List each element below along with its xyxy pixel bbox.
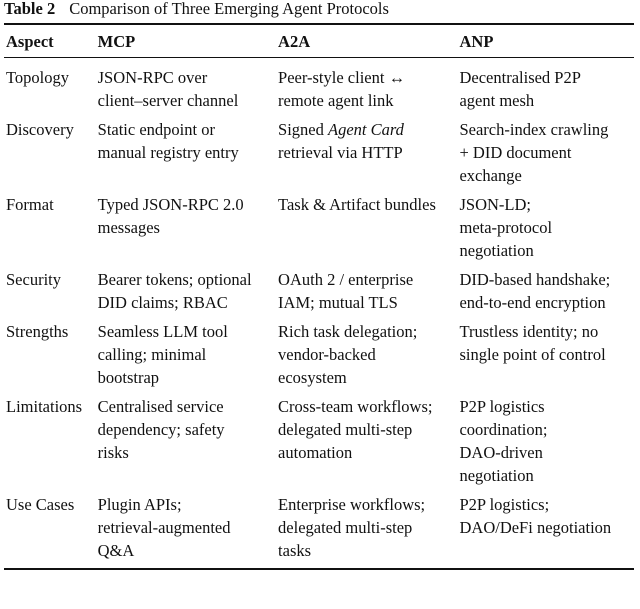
header-row: Aspect MCP A2A ANP: [4, 24, 634, 58]
cell-aspect: Strengths: [6, 322, 69, 341]
cell-line: DAO/DeFi negotiation: [459, 518, 612, 537]
cell-line: Cross-team workflows;: [278, 397, 433, 416]
cell-line: ecosystem: [278, 368, 347, 387]
cell-line: OAuth 2 / enterprise: [278, 270, 414, 289]
cell-line: + DID document: [459, 143, 572, 162]
cell-line: Decentralised P2P: [459, 68, 581, 87]
cell-line: risks: [97, 443, 129, 462]
table-body: Topology JSON-RPC over client–server cha…: [4, 58, 634, 569]
cell-line: Search-index crawling: [459, 120, 609, 139]
cell-anp: DID-based handshake; end-to-end encrypti…: [459, 264, 634, 316]
table-title: Comparison of Three Emerging Agent Proto…: [69, 0, 389, 18]
cell-line: meta-protocol: [459, 218, 553, 237]
cell-line: single point of control: [459, 345, 606, 364]
cell-aspect: Security: [6, 270, 61, 289]
cell-line: messages: [97, 218, 160, 237]
cell-mcp: JSON-RPC over client–server channel: [98, 58, 278, 115]
table-caption: Table 2 Comparison of Three Emerging Agen…: [4, 0, 389, 18]
cell-a2a: Peer-style client ↔ remote agent link: [278, 58, 459, 115]
table-row-discovery: Discovery Static endpoint or manual regi…: [4, 114, 634, 189]
cell-mcp: Centralised service dependency; safety r…: [98, 391, 278, 489]
cell-line: automation: [278, 443, 353, 462]
cell-line: JSON-LD;: [459, 195, 531, 214]
header-mcp: MCP: [97, 32, 136, 51]
cell-line: Enterprise workflows;: [278, 495, 426, 514]
cell-line: Centralised service: [97, 397, 224, 416]
cell-aspect: Use Cases: [6, 495, 75, 514]
cell-a2a: OAuth 2 / enterprise IAM; mutual TLS: [278, 264, 459, 316]
cell-anp: Search-index crawling + DID document exc…: [459, 114, 634, 189]
cell-line: P2P logistics: [459, 397, 545, 416]
cell-aspect: Discovery: [6, 120, 74, 139]
cell-mcp: Bearer tokens; optional DID claims; RBAC: [98, 264, 278, 316]
cell-line: Bearer tokens; optional: [97, 270, 252, 289]
cell-a2a: Task & Artifact bundles: [278, 189, 459, 264]
cell-aspect: Format: [6, 195, 54, 214]
cell-line: DAO-driven: [459, 443, 543, 462]
cell-text: Signed: [278, 120, 328, 139]
cell-line: Q&A: [97, 541, 135, 560]
table-row-topology: Topology JSON-RPC over client–server cha…: [4, 58, 634, 115]
cell-line: tasks: [278, 541, 312, 560]
cell-anp: JSON-LD; meta-protocol negotiation: [459, 189, 634, 264]
cell-line: manual registry entry: [97, 143, 239, 162]
cell-line: JSON-RPC over: [97, 68, 208, 87]
cell-aspect: Limitations: [6, 397, 83, 416]
cell-line: retrieval via HTTP: [278, 143, 403, 162]
cell-anp: Decentralised P2P agent mesh: [459, 58, 634, 115]
cell-mcp: Static endpoint or manual registry entry: [98, 114, 278, 189]
cell-line: delegated multi-step: [278, 518, 413, 537]
table-row-strengths: Strengths Seamless LLM tool calling; min…: [4, 316, 634, 391]
cell-line: bootstrap: [97, 368, 160, 387]
table-row-security: Security Bearer tokens; optional DID cla…: [4, 264, 634, 316]
cell-line: DID-based handshake;: [459, 270, 611, 289]
cell-line: Task & Artifact bundles: [278, 195, 436, 214]
cell-line: IAM; mutual TLS: [278, 293, 398, 312]
cell-line: client–server channel: [97, 91, 239, 110]
header-aspect: Aspect: [6, 32, 54, 51]
cell-line: DID claims; RBAC: [97, 293, 228, 312]
cell-line: negotiation: [459, 241, 534, 260]
cell-line: dependency; safety: [97, 420, 225, 439]
cell-anp: Trustless identity; no single point of c…: [459, 316, 634, 391]
cell-anp: P2P logistics coordination; DAO-driven n…: [459, 391, 634, 489]
cell-mcp: Plugin APIs; retrieval-augmented Q&A: [98, 489, 278, 569]
cell-aspect: Topology: [6, 68, 70, 87]
cell-mcp: Typed JSON-RPC 2.0 messages: [98, 189, 278, 264]
cell-line: Rich task delegation;: [278, 322, 418, 341]
cell-mcp: Seamless LLM tool calling; minimal boots…: [98, 316, 278, 391]
agent-card-term: Agent Card: [328, 120, 404, 139]
cell-anp: P2P logistics; DAO/DeFi negotiation: [459, 489, 634, 569]
comparison-table: Aspect MCP A2A ANP Topology JSON-RPC ove…: [4, 23, 634, 570]
header-anp: ANP: [459, 32, 494, 51]
cell-line: Static endpoint or: [97, 120, 215, 139]
cell-line: exchange: [459, 166, 522, 185]
cell-line: coordination;: [459, 420, 548, 439]
table-header: Aspect MCP A2A ANP: [4, 24, 634, 58]
cell-line: negotiation: [459, 466, 534, 485]
cell-line: end-to-end encryption: [459, 293, 606, 312]
cell-line: P2P logistics;: [459, 495, 550, 514]
cell-line: Seamless LLM tool: [97, 322, 228, 341]
cell-line: Trustless identity; no: [459, 322, 599, 341]
table-row-format: Format Typed JSON-RPC 2.0 messages Task …: [4, 189, 634, 264]
cell-line: vendor-backed: [278, 345, 376, 364]
cell-a2a: Cross-team workflows; delegated multi-st…: [278, 391, 459, 489]
table-row-use-cases: Use Cases Plugin APIs; retrieval-augment…: [4, 489, 634, 569]
cell-line: retrieval-augmented: [97, 518, 231, 537]
table-number: Table 2: [4, 0, 56, 18]
cell-line: Peer-style client ↔: [278, 68, 406, 87]
cell-line: remote agent link: [278, 91, 394, 110]
cell-line: calling; minimal: [97, 345, 207, 364]
cell-line: agent mesh: [459, 91, 535, 110]
cell-line: Typed JSON-RPC 2.0: [97, 195, 244, 214]
cell-line: Signed Agent Card: [278, 118, 459, 141]
cell-line: delegated multi-step: [278, 420, 413, 439]
cell-line: Plugin APIs;: [97, 495, 182, 514]
cell-a2a: Enterprise workflows; delegated multi-st…: [278, 489, 459, 569]
cell-a2a: Signed Agent Card retrieval via HTTP: [278, 114, 459, 189]
header-a2a: A2A: [278, 32, 311, 51]
cell-a2a: Rich task delegation; vendor-backed ecos…: [278, 316, 459, 391]
table-row-limitations: Limitations Centralised service dependen…: [4, 391, 634, 489]
